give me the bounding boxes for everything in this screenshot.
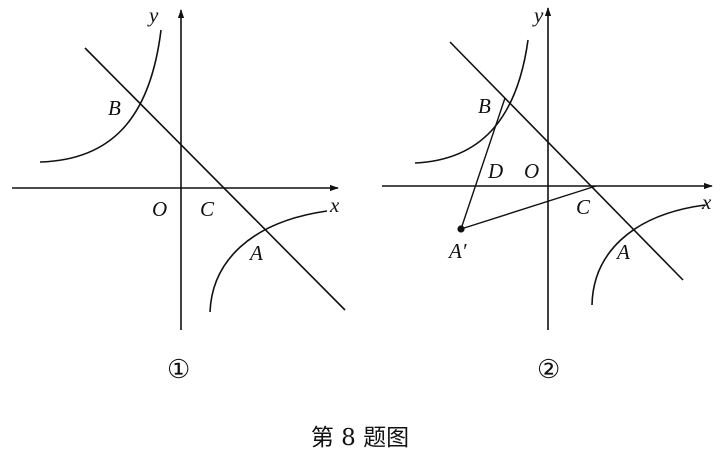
fig2-point-c-label: C xyxy=(576,195,591,219)
fig2-point-a-prime-dot xyxy=(457,225,465,233)
fig1-point-b-label: B xyxy=(108,96,121,120)
fig2-point-a-label: A xyxy=(615,240,630,264)
figure-1: y x O B C A ① xyxy=(12,3,346,385)
figure-caption: 第 8 题图 xyxy=(311,425,409,451)
fig1-hyperbola-branch-right xyxy=(209,210,328,313)
fig2-hyperbola-branch-right xyxy=(591,204,706,306)
fig2-segment-a-prime-b xyxy=(460,97,506,230)
fig2-point-a-prime-label: A′ xyxy=(447,239,467,263)
fig1-x-label: x xyxy=(329,193,340,217)
fig1-y-label: y xyxy=(147,3,159,27)
fig2-origin-label: O xyxy=(524,159,539,183)
fig1-point-c-label: C xyxy=(200,197,215,221)
fig2-point-d-label: D xyxy=(487,159,503,183)
fig1-hyperbola-branch-left xyxy=(39,29,162,163)
fig2-x-label: x xyxy=(701,190,712,214)
fig2-hyperbola-branch-left xyxy=(414,39,529,164)
fig1-point-a-label: A xyxy=(248,241,263,265)
fig1-number: ① xyxy=(167,355,190,385)
fig2-segment-a-prime-c xyxy=(460,185,597,230)
fig2-point-b-label: B xyxy=(478,94,491,118)
fig1-origin-label: O xyxy=(152,197,167,221)
fig2-number: ② xyxy=(537,355,560,385)
fig2-y-label: y xyxy=(532,3,544,27)
figure-2: y x O B D C A A′ ② xyxy=(382,3,713,385)
fig1-line xyxy=(84,47,346,311)
fig2-line xyxy=(449,41,684,281)
